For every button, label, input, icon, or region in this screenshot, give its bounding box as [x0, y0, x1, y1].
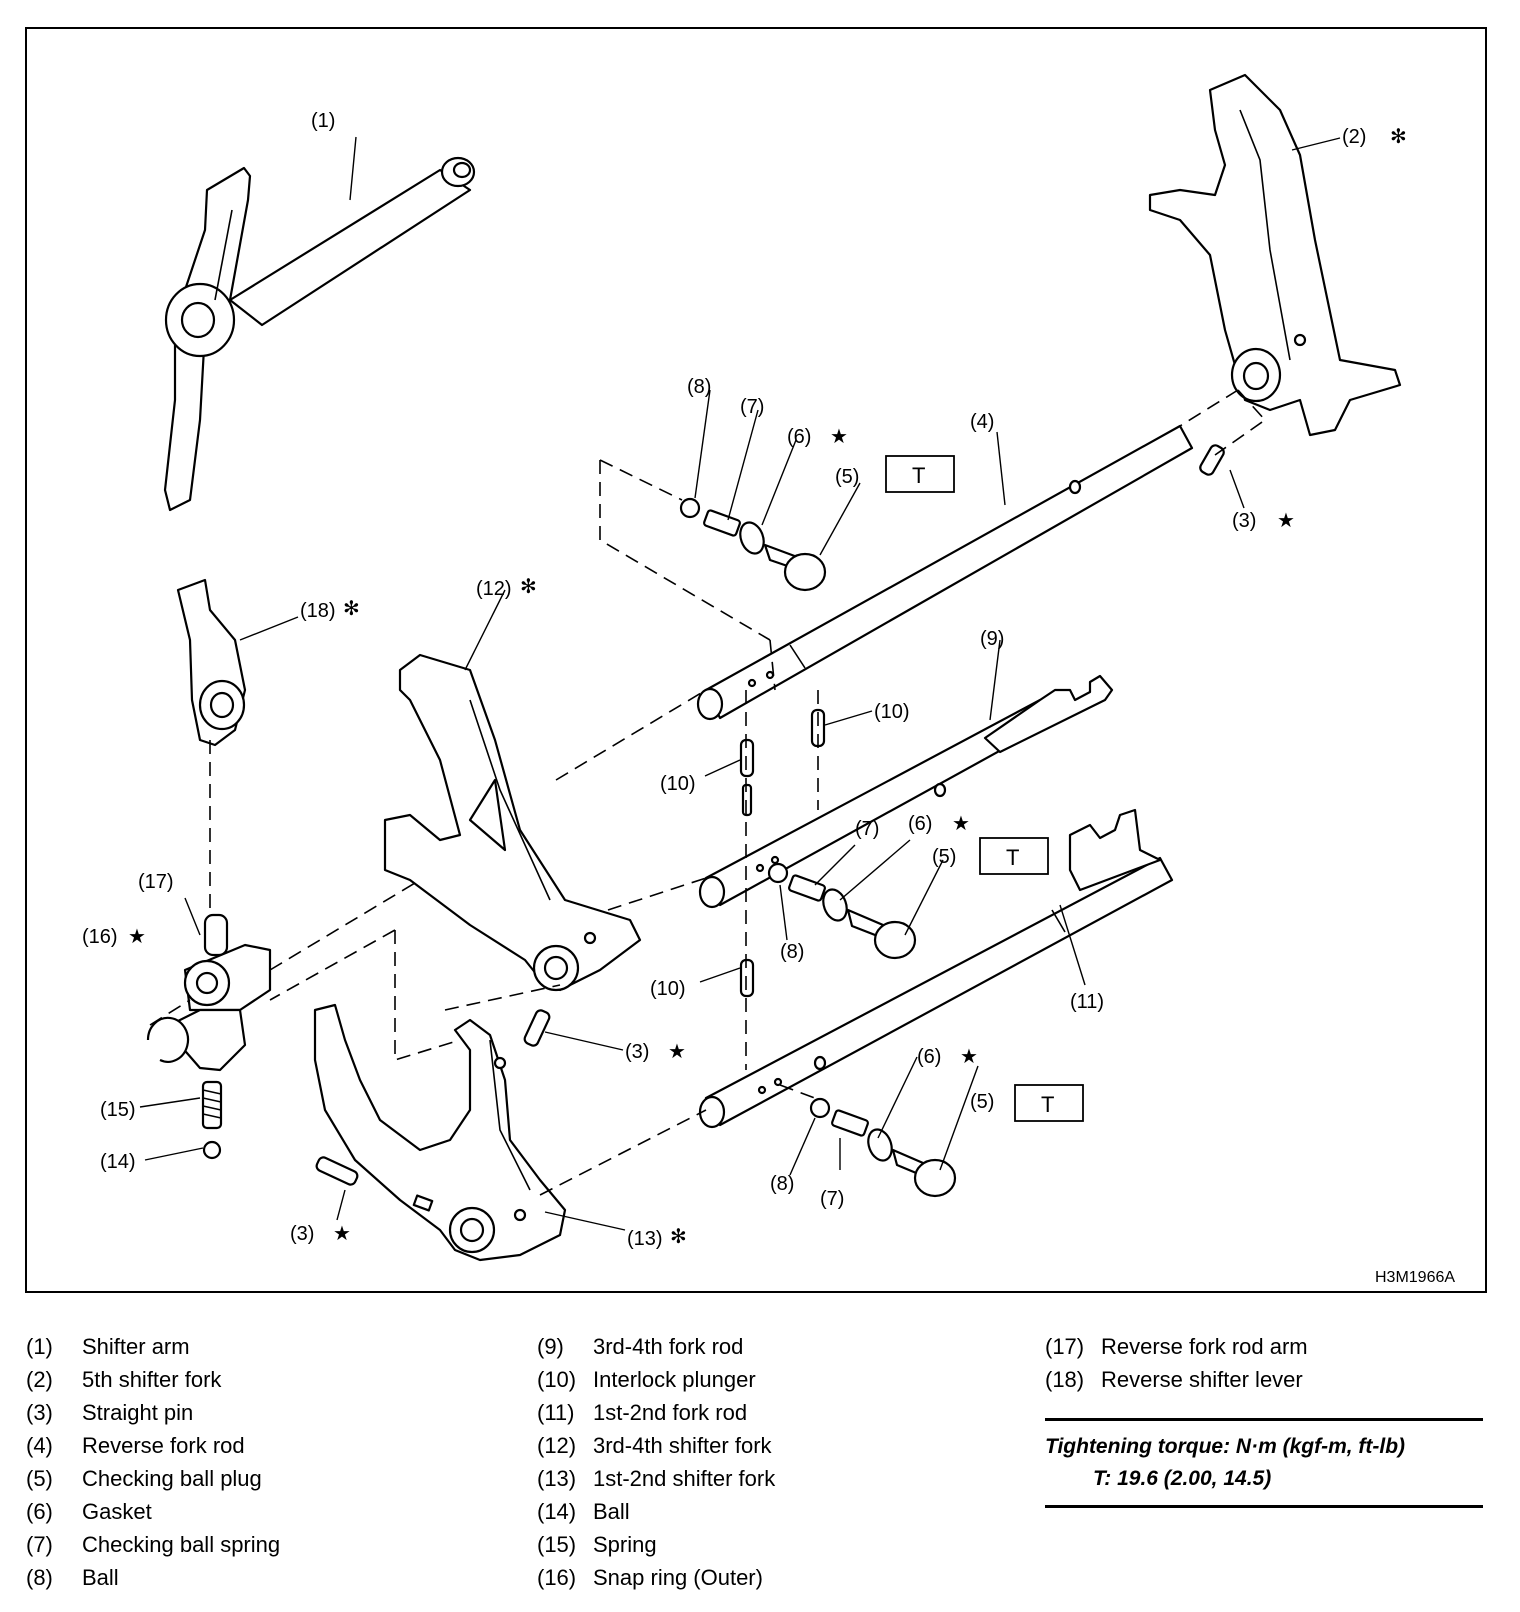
callout-10-right: (10)	[874, 701, 910, 723]
callout-13: (13)	[627, 1228, 663, 1250]
straight-pin-top	[1199, 444, 1225, 476]
callout-6-mid: (6)	[908, 813, 932, 835]
legend-item: (2)5th shifter fork	[26, 1367, 222, 1392]
legend-item: (18)Reverse shifter lever	[1045, 1367, 1303, 1392]
callout-16: (16)	[82, 926, 118, 948]
legend-column-2: (9)3rd-4th fork rod (10)Interlock plunge…	[537, 1330, 775, 1594]
callout-10-low: (10)	[650, 978, 686, 1000]
legend-item: (10)Interlock plunger	[537, 1367, 756, 1392]
checking-ball-assembly-low	[809, 1097, 957, 1198]
callout-6-top-star: ★	[830, 426, 848, 448]
legend-item: (9)3rd-4th fork rod	[537, 1334, 744, 1359]
legend-item: (17)Reverse fork rod arm	[1045, 1334, 1308, 1359]
exploded-diagram: (1) (2) ✻ (3) ★ (4) (5) (6) ★ (7) (8) (9…	[25, 27, 1487, 1293]
callout-7-mid: (7)	[855, 818, 879, 840]
legend-item: (13)1st-2nd shifter fork	[537, 1466, 776, 1491]
callout-18-asterisk: ✻	[343, 598, 360, 620]
first-second-fork-rod	[698, 808, 1174, 1129]
legend-item: (7)Checking ball spring	[26, 1532, 281, 1557]
reverse-shifter-lever	[176, 578, 247, 747]
figure-code: H3M1966A	[1375, 1269, 1455, 1286]
torque-value: T: 19.6 (2.00, 14.5)	[1093, 1467, 1272, 1490]
diagram-frame	[25, 27, 1487, 1293]
callout-6-low: (6)	[917, 1046, 941, 1068]
callout-17: (17)	[138, 871, 174, 893]
callout-7-top: (7)	[740, 396, 764, 418]
callout-6-top: (6)	[787, 426, 811, 448]
spring-fifteen	[201, 1080, 223, 1130]
callout-5-low: (5)	[970, 1091, 994, 1113]
checking-ball-assembly-mid	[767, 862, 917, 960]
callout-9: (9)	[980, 628, 1004, 650]
snap-ring	[146, 1016, 190, 1063]
callout-3-top-star: ★	[1277, 510, 1295, 532]
legend-item: (14)Ball	[537, 1499, 630, 1524]
callout-3-mid: (3)	[625, 1041, 649, 1063]
callout-1: (1)	[311, 110, 335, 132]
callout-3-top: (3)	[1232, 510, 1256, 532]
callout-14: (14)	[100, 1151, 136, 1173]
callout-12-asterisk: ✻	[520, 576, 537, 598]
callout-3-low-star: ★	[333, 1223, 351, 1245]
legend-item: (4)Reverse fork rod	[26, 1433, 245, 1458]
callout-8-mid: (8)	[780, 941, 804, 963]
callout-2-asterisk: ✻	[1390, 126, 1407, 148]
interlock-plunger-a	[739, 738, 755, 778]
torque-box-low	[1014, 1084, 1084, 1122]
first-second-shifter-fork	[313, 1003, 567, 1262]
torque-box-top	[885, 455, 955, 493]
legend-item: (16)Snap ring (Outer)	[537, 1565, 763, 1590]
reverse-fork-rod-arm	[168, 913, 272, 1072]
ball-fourteen	[202, 1140, 222, 1160]
callout-7-low: (7)	[820, 1188, 844, 1210]
legend-item: (15)Spring	[537, 1532, 657, 1557]
straight-pin-low	[315, 1156, 359, 1186]
reverse-fork-rod	[696, 424, 1194, 721]
legend-item: (1)Shifter arm	[26, 1334, 190, 1359]
interlock-plunger-c	[739, 958, 755, 998]
callout-5-mid: (5)	[932, 846, 956, 868]
callout-6-mid-star: ★	[952, 813, 970, 835]
third-fourth-fork-rod	[698, 674, 1114, 909]
callout-6-low-star: ★	[960, 1046, 978, 1068]
torque-spec: Tightening torque: N·m (kgf-m, ft-lb) T:…	[1045, 1418, 1483, 1508]
callout-10-left: (10)	[660, 773, 696, 795]
legend-item: (3)Straight pin	[26, 1400, 194, 1425]
callout-8-low: (8)	[770, 1173, 794, 1195]
callout-2: (2)	[1342, 126, 1366, 148]
third-fourth-shifter-fork	[383, 653, 642, 992]
checking-ball-assembly-top	[679, 497, 827, 592]
torque-box-low-text: T	[1041, 1092, 1054, 1117]
callout-13-asterisk: ✻	[670, 1226, 687, 1248]
callout-15: (15)	[100, 1099, 136, 1121]
callout-3-mid-star: ★	[668, 1041, 686, 1063]
fifth-shifter-fork	[1148, 73, 1402, 437]
legend-item: (8)Ball	[26, 1565, 119, 1590]
callout-12: (12)	[476, 578, 512, 600]
shifter-arm	[163, 156, 476, 512]
torque-title: Tightening torque: N·m (kgf-m, ft-lb)	[1045, 1435, 1406, 1458]
legend-column-3: (17)Reverse fork rod arm (18)Reverse shi…	[1045, 1330, 1308, 1396]
legend-item: (12)3rd-4th shifter fork	[537, 1433, 772, 1458]
torque-box-mid	[979, 837, 1049, 875]
legend-item: (6)Gasket	[26, 1499, 152, 1524]
legend-item: (11)1st-2nd fork rod	[537, 1400, 748, 1425]
legend-item: (5)Checking ball plug	[26, 1466, 262, 1491]
callout-3-low: (3)	[290, 1223, 314, 1245]
callout-11: (11)	[1070, 991, 1104, 1013]
callout-16-star: ★	[128, 926, 146, 948]
callout-18: (18)	[300, 600, 336, 622]
callout-5-top: (5)	[835, 466, 859, 488]
callout-8-top: (8)	[687, 376, 711, 398]
torque-box-top-text: T	[912, 463, 925, 488]
callout-4: (4)	[970, 411, 994, 433]
straight-pin-mid	[523, 1009, 551, 1047]
torque-box-mid-text: T	[1006, 845, 1019, 870]
legend-column-1: (1)Shifter arm (2)5th shifter fork (3)St…	[26, 1330, 280, 1594]
